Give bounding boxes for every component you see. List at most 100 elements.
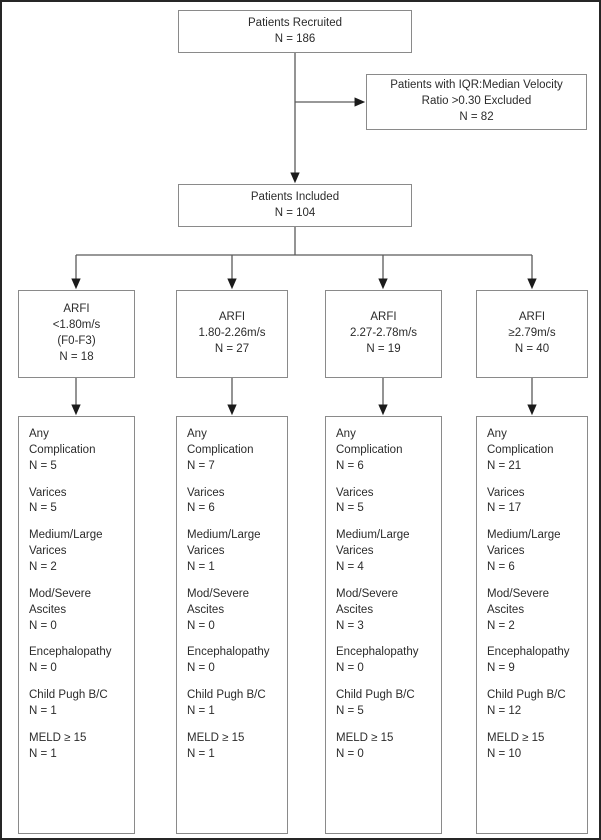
outcome-varices: Varices N = 5 xyxy=(336,486,441,518)
outcome-meld: MELD ≥ 15 N = 0 xyxy=(336,731,441,763)
any-complication-label-line2: Complication xyxy=(187,443,254,456)
ascites-label-line2: Ascites xyxy=(29,603,67,616)
medlarge-varices-label-line2: Varices xyxy=(487,545,525,558)
child-pugh-count: N = 5 xyxy=(336,705,364,718)
varices-count: N = 17 xyxy=(487,502,522,515)
arfi-1-stage: (F0-F3) xyxy=(57,335,96,347)
arfi-1-range: <1.80m/s xyxy=(52,319,101,332)
ascites-count: N = 0 xyxy=(187,619,215,632)
ascites-label-line1: Mod/Severe xyxy=(29,587,92,600)
node-patients-recruited: Patients Recruited N = 186 xyxy=(178,10,412,53)
child-pugh-label: Child Pugh B/C xyxy=(487,689,566,702)
meld-label: MELD ≥ 15 xyxy=(29,731,87,744)
any-complication-label-line1: Any xyxy=(336,428,356,440)
encephalopathy-count: N = 9 xyxy=(487,662,515,675)
arfi-4-title: ARFI xyxy=(518,311,546,324)
meld-count: N = 10 xyxy=(487,747,522,760)
ascites-count: N = 0 xyxy=(29,619,57,632)
encephalopathy-label: Encephalopathy xyxy=(487,646,570,659)
node-outcomes-group-2: Any Complication N = 7 Varices N = 6 Med… xyxy=(176,416,288,834)
ascites-label-line2: Ascites xyxy=(487,603,525,616)
outcome-ascites: Mod/Severe Ascites N = 3 xyxy=(336,587,441,635)
medlarge-varices-label-line1: Medium/Large xyxy=(29,529,103,542)
varices-count: N = 5 xyxy=(336,502,364,515)
varices-label: Varices xyxy=(29,486,67,499)
medlarge-varices-count: N = 1 xyxy=(187,561,215,574)
child-pugh-label: Child Pugh B/C xyxy=(336,689,415,702)
outcome-ascites: Mod/Severe Ascites N = 0 xyxy=(187,587,287,635)
ascites-count: N = 2 xyxy=(487,619,515,632)
outcome-ascites: Mod/Severe Ascites N = 2 xyxy=(487,587,587,635)
outcome-medium-large-varices: Medium/Large Varices N = 1 xyxy=(187,528,287,576)
outcome-any-complication: Any Complication N = 6 xyxy=(336,427,441,475)
outcome-any-complication: Any Complication N = 7 xyxy=(187,427,287,475)
varices-label: Varices xyxy=(487,486,525,499)
outcome-any-complication: Any Complication N = 21 xyxy=(487,427,587,475)
medlarge-varices-label-line2: Varices xyxy=(187,545,225,558)
medlarge-varices-label-line1: Medium/Large xyxy=(487,529,561,542)
encephalopathy-label: Encephalopathy xyxy=(336,646,419,659)
ascites-label-line2: Ascites xyxy=(187,603,225,616)
any-complication-label-line2: Complication xyxy=(29,443,96,456)
outcome-encephalopathy: Encephalopathy N = 0 xyxy=(336,645,441,677)
outcome-medium-large-varices: Medium/Large Varices N = 6 xyxy=(487,528,587,576)
medlarge-varices-label-line2: Varices xyxy=(336,545,374,558)
encephalopathy-count: N = 0 xyxy=(336,662,364,675)
any-complication-count: N = 6 xyxy=(336,459,364,472)
any-complication-count: N = 7 xyxy=(187,459,215,472)
child-pugh-count: N = 1 xyxy=(187,705,215,718)
ascites-label-line1: Mod/Severe xyxy=(187,587,250,600)
arfi-3-title: ARFI xyxy=(370,311,397,324)
medlarge-varices-label-line1: Medium/Large xyxy=(187,529,261,542)
arfi-2-range: 1.80-2.26m/s xyxy=(198,327,266,340)
arfi-4-range: ≥2.79m/s xyxy=(508,327,556,340)
child-pugh-label: Child Pugh B/C xyxy=(29,689,108,702)
excluded-label-line2: Ratio >0.30 Excluded xyxy=(421,95,532,108)
ascites-label-line2: Ascites xyxy=(336,603,374,616)
arfi-3-range: 2.27-2.78m/s xyxy=(349,327,418,340)
node-patients-included: Patients Included N = 104 xyxy=(178,184,412,227)
outcome-meld: MELD ≥ 15 N = 1 xyxy=(187,731,287,763)
encephalopathy-label: Encephalopathy xyxy=(29,646,112,659)
varices-label: Varices xyxy=(187,486,225,499)
meld-count: N = 1 xyxy=(29,747,57,760)
varices-label: Varices xyxy=(336,486,374,499)
any-complication-label-line1: Any xyxy=(29,428,49,440)
medlarge-varices-count: N = 4 xyxy=(336,561,364,574)
outcome-child-pugh: Child Pugh B/C N = 5 xyxy=(336,688,441,720)
patients-recruited-label: Patients Recruited xyxy=(248,16,342,29)
any-complication-label-line2: Complication xyxy=(487,443,554,456)
meld-count: N = 1 xyxy=(187,747,215,760)
outcome-medium-large-varices: Medium/Large Varices N = 4 xyxy=(336,528,441,576)
node-outcomes-group-1: Any Complication N = 5 Varices N = 5 Med… xyxy=(18,416,135,834)
outcome-varices: Varices N = 6 xyxy=(187,486,287,518)
any-complication-label-line1: Any xyxy=(487,428,507,440)
excluded-count: N = 82 xyxy=(459,110,494,123)
encephalopathy-count: N = 0 xyxy=(29,662,57,675)
meld-label: MELD ≥ 15 xyxy=(487,731,545,744)
node-arfi-group-4: ARFI ≥2.79m/s N = 40 xyxy=(476,290,588,378)
arfi-2-title: ARFI xyxy=(218,311,246,324)
outcome-any-complication: Any Complication N = 5 xyxy=(29,427,134,475)
medlarge-varices-count: N = 2 xyxy=(29,561,57,574)
varices-count: N = 6 xyxy=(187,502,215,515)
ascites-label-line1: Mod/Severe xyxy=(336,587,399,600)
patients-recruited-count: N = 186 xyxy=(274,32,316,45)
meld-count: N = 0 xyxy=(336,747,364,760)
node-arfi-group-3: ARFI 2.27-2.78m/s N = 19 xyxy=(325,290,442,378)
excluded-label-line1: Patients with IQR:Median Velocity xyxy=(390,79,563,92)
any-complication-count: N = 21 xyxy=(487,459,522,472)
patients-included-label: Patients Included xyxy=(250,190,340,203)
medlarge-varices-label-line2: Varices xyxy=(29,545,67,558)
encephalopathy-count: N = 0 xyxy=(187,662,215,675)
meld-label: MELD ≥ 15 xyxy=(187,731,245,744)
outcome-varices: Varices N = 17 xyxy=(487,486,587,518)
outcome-encephalopathy: Encephalopathy N = 9 xyxy=(487,645,587,677)
node-outcomes-group-4: Any Complication N = 21 Varices N = 17 M… xyxy=(476,416,588,834)
meld-label: MELD ≥ 15 xyxy=(336,731,394,744)
child-pugh-label: Child Pugh B/C xyxy=(187,689,266,702)
child-pugh-count: N = 12 xyxy=(487,705,522,718)
outcome-encephalopathy: Encephalopathy N = 0 xyxy=(29,645,134,677)
outcome-child-pugh: Child Pugh B/C N = 12 xyxy=(487,688,587,720)
